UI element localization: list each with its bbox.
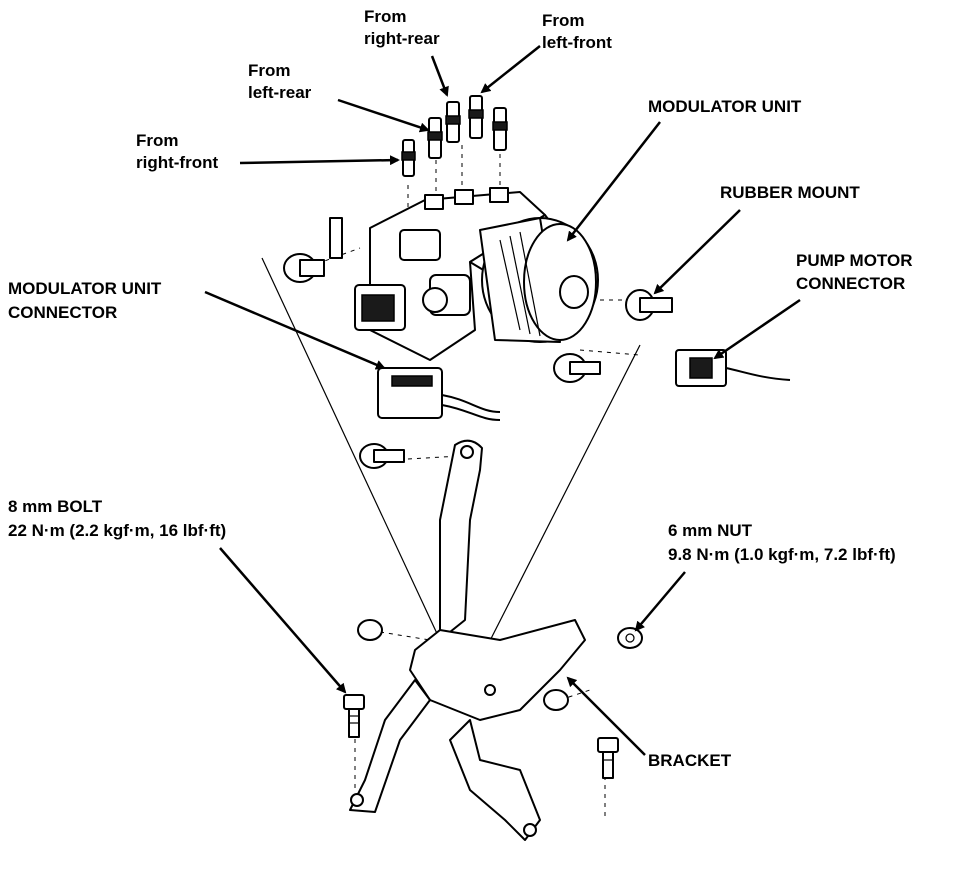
label-bracket: BRACKET bbox=[648, 751, 732, 770]
svg-text:From: From bbox=[136, 131, 179, 150]
fitting-left-rear bbox=[427, 117, 443, 159]
pump-motor-connector bbox=[675, 349, 791, 387]
label-bolt: 8 mm BOLT 22 N·m (2.2 kgf·m, 16 lbf·ft) bbox=[8, 497, 226, 540]
bolt-left bbox=[343, 694, 365, 738]
svg-text:From: From bbox=[248, 61, 291, 80]
svg-text:CONNECTOR: CONNECTOR bbox=[796, 274, 905, 293]
svg-text:PUMP MOTOR: PUMP MOTOR bbox=[796, 251, 913, 270]
svg-text:left-front: left-front bbox=[542, 33, 612, 52]
fitting-left-front bbox=[468, 95, 508, 151]
nut-lower bbox=[543, 689, 569, 711]
rubber-mount-left bbox=[283, 253, 325, 283]
svg-text:right-rear: right-rear bbox=[364, 29, 440, 48]
label-rubber-mount: RUBBER MOUNT bbox=[720, 183, 860, 202]
svg-text:6 mm NUT: 6 mm NUT bbox=[668, 521, 753, 540]
label-pump-motor-connector: PUMP MOTOR CONNECTOR bbox=[796, 251, 913, 293]
label-modulator-unit-connector: MODULATOR UNIT CONNECTOR bbox=[8, 279, 162, 322]
svg-text:CONNECTOR: CONNECTOR bbox=[8, 303, 117, 322]
rubber-mounts bbox=[283, 253, 673, 469]
svg-text:left-rear: left-rear bbox=[248, 83, 312, 102]
fitting-right-rear bbox=[445, 101, 461, 143]
label-modulator-unit: MODULATOR UNIT bbox=[648, 97, 802, 116]
svg-text:9.8 N·m (1.0 kgf·m, 7.2 lbf·ft: 9.8 N·m (1.0 kgf·m, 7.2 lbf·ft) bbox=[668, 545, 896, 564]
label-from-left-front: From left-front bbox=[542, 11, 612, 52]
fitting-right-front bbox=[401, 139, 416, 177]
bracket bbox=[349, 439, 586, 841]
svg-text:22 N·m (2.2 kgf·m, 16 lbf·ft): 22 N·m (2.2 kgf·m, 16 lbf·ft) bbox=[8, 521, 226, 540]
rubber-mount-lower bbox=[553, 353, 601, 383]
brake-line-fittings bbox=[401, 95, 508, 177]
svg-text:MODULATOR UNIT: MODULATOR UNIT bbox=[8, 279, 162, 298]
label-nut: 6 mm NUT 9.8 N·m (1.0 kgf·m, 7.2 lbf·ft) bbox=[668, 521, 896, 564]
label-from-left-rear: From left-rear bbox=[248, 61, 312, 102]
label-from-right-front: From right-front bbox=[136, 131, 218, 172]
svg-text:From: From bbox=[364, 7, 407, 26]
leader-lines bbox=[204, 45, 801, 756]
nut-right bbox=[617, 627, 643, 649]
modulator-unit-connector bbox=[377, 367, 501, 421]
svg-text:8 mm BOLT: 8 mm BOLT bbox=[8, 497, 103, 516]
nut-left bbox=[357, 619, 383, 641]
svg-text:right-front: right-front bbox=[136, 153, 218, 172]
rubber-mount-bottom bbox=[359, 443, 405, 469]
svg-text:From: From bbox=[542, 11, 585, 30]
modulator-unit bbox=[329, 187, 599, 361]
bolt-right bbox=[597, 737, 619, 779]
label-from-right-rear: From right-rear bbox=[364, 7, 440, 48]
rubber-mount-right bbox=[625, 289, 673, 321]
